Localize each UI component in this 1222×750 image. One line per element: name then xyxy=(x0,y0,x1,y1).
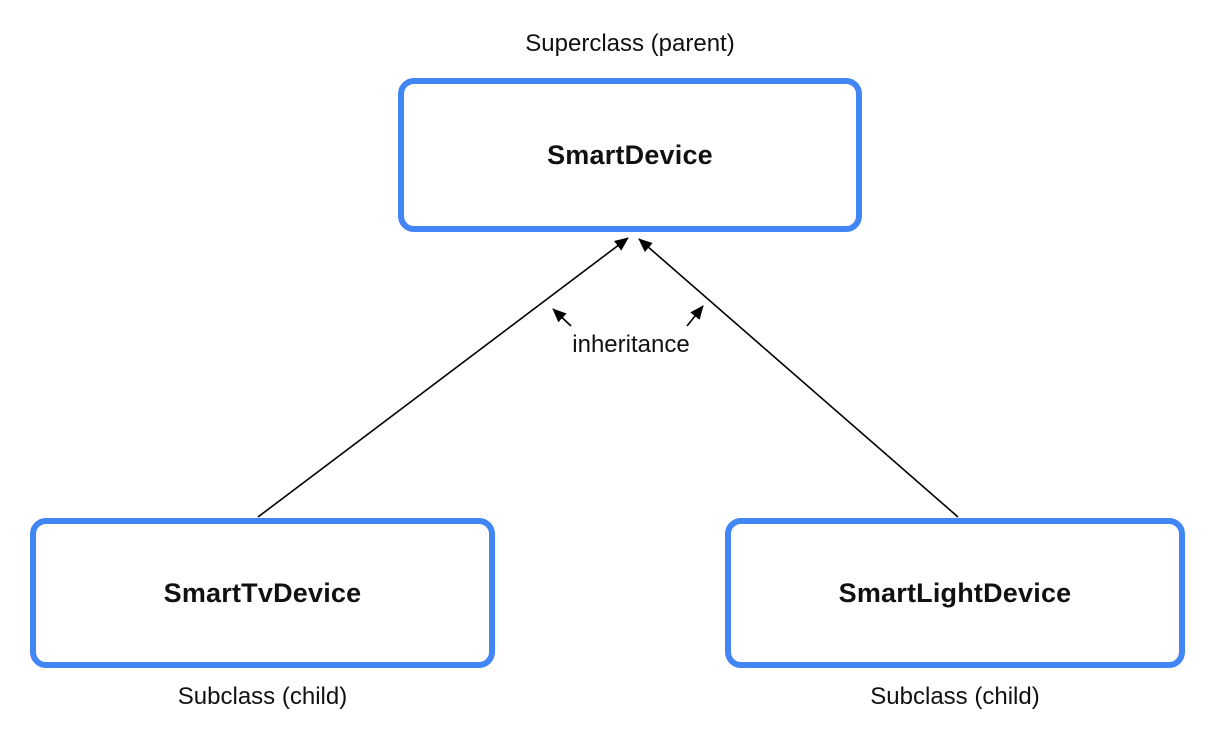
inheritance-arrow-right xyxy=(638,238,959,518)
class-box-smartdevice: SmartDevice xyxy=(398,78,862,232)
inheritance-arrow-left xyxy=(257,237,629,518)
class-name-smartlightdevice: SmartLightDevice xyxy=(838,577,1072,608)
inheritance-pointer-right-icon xyxy=(686,305,704,327)
class-box-smartlightdevice: SmartLightDevice xyxy=(725,518,1185,668)
inheritance-pointer-left-icon xyxy=(552,308,572,327)
class-name-smartdevice: SmartDevice xyxy=(547,139,713,170)
class-name-smarttvdevice: SmartTvDevice xyxy=(163,577,362,608)
subclass-left-role-label: Subclass (child) xyxy=(177,683,348,710)
subclass-right-role-label: Subclass (child) xyxy=(870,683,1040,710)
superclass-role-label: Superclass (parent) xyxy=(525,30,735,57)
class-box-smarttvdevice: SmartTvDevice xyxy=(30,518,495,668)
inheritance-label: inheritance xyxy=(572,331,690,358)
